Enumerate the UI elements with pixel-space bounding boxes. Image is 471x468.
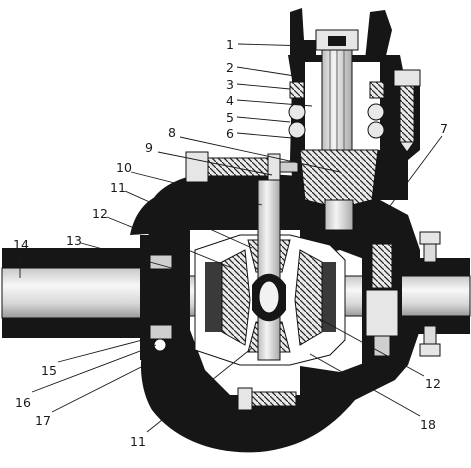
left-fin [130,192,190,235]
leader-lines [19,43,443,433]
bottom-adjuster [237,387,297,411]
housing-bolts [393,69,441,357]
label-7: 7 [440,121,448,136]
left-axle-tube [1,248,163,338]
right-axle-tube [394,258,471,334]
label-4: 4 [226,93,234,108]
label-1: 1 [226,37,234,52]
label-12-left: 12 [92,206,108,221]
label-16: 16 [15,395,31,410]
label-9: 9 [145,140,153,155]
label-10: 10 [116,160,132,175]
label-14: 14 [13,237,29,252]
callout-labels: 1 2 3 4 5 6 7 8 9 10 11 12 13 14 15 16 1… [13,37,448,449]
label-11-upper: 11 [110,180,126,195]
pinion-bearings [288,81,385,139]
label-6: 6 [226,126,234,141]
label-5: 5 [226,110,234,125]
drive-pinion-gear [299,149,379,206]
label-18: 18 [420,417,436,432]
label-17: 17 [35,413,51,428]
side-gears [221,249,323,346]
label-15: 15 [41,363,57,378]
label-8: 8 [168,125,176,140]
spring-assembly [362,236,402,366]
label-13: 13 [66,233,82,248]
label-2: 2 [226,60,234,75]
left-flange [140,235,190,360]
drive-pinion-shaft [315,29,359,171]
label-12-right: 12 [425,376,441,391]
pinion-stem [324,199,354,231]
label-11-lower: 11 [130,434,146,449]
label-3: 3 [226,77,234,92]
